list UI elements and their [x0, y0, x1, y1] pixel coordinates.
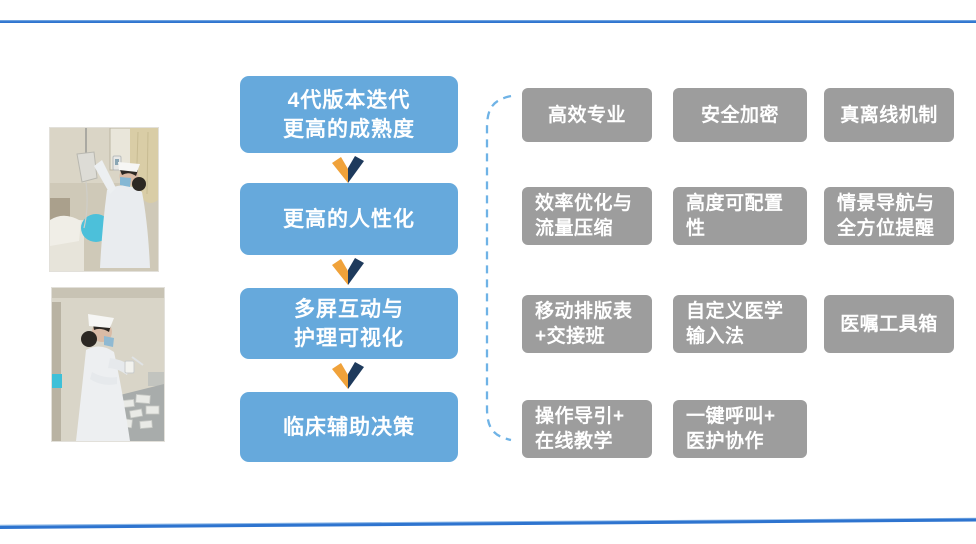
top-accent-line	[0, 20, 976, 23]
feature-box-order-toolbox: 医嘱工具箱	[824, 295, 954, 353]
down-arrow-icon	[332, 362, 364, 389]
flow-box-humanization: 更高的人性化	[240, 183, 458, 255]
feature-box-true-offline: 真离线机制	[824, 88, 954, 142]
feature-box-onetouch-call-collaboration: 一键呼叫+ 医护协作	[673, 400, 807, 458]
feature-box-efficient-professional: 高效专业	[522, 88, 652, 142]
photo-nurse-scanning-iv	[50, 128, 158, 271]
feature-box-context-navigation: 情景导航与 全方位提醒	[824, 187, 954, 245]
feature-box-configurability: 高度可配置 性	[673, 187, 807, 245]
dashed-bracket	[485, 94, 512, 442]
feature-box-efficiency-compression: 效率优化与 流量压缩	[522, 187, 652, 245]
flow-box-version-maturity: 4代版本迭代 更高的成熟度	[240, 76, 458, 153]
down-arrow-icon	[332, 258, 364, 285]
bottom-accent-line	[0, 517, 976, 529]
feature-box-secure-encryption: 安全加密	[673, 88, 807, 142]
feature-box-guided-operation-teaching: 操作导引+ 在线教学	[522, 400, 652, 458]
feature-box-custom-medical-input: 自定义医学 输入法	[673, 295, 807, 353]
flow-box-multiscreen-visualization: 多屏互动与 护理可视化	[240, 288, 458, 359]
feature-box-mobile-schedule-handover: 移动排版表 +交接班	[522, 295, 652, 353]
down-arrow-icon	[332, 156, 364, 183]
flow-box-clinical-decision: 临床辅助决策	[240, 392, 458, 462]
photo-nurse-preparing-medication	[52, 288, 164, 441]
